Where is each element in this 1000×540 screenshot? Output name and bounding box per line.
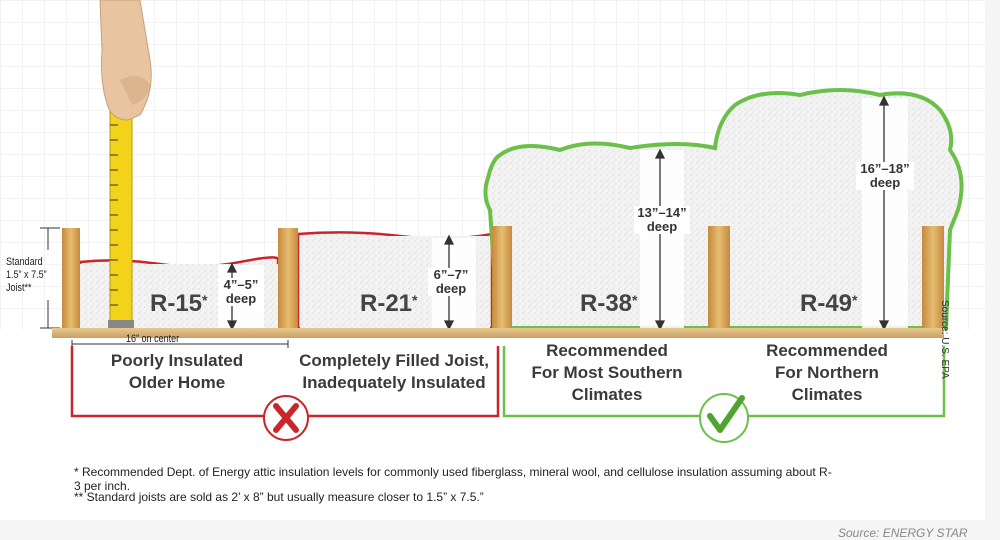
caption-line: Older Home	[128, 373, 226, 392]
depth-arrows	[226, 95, 890, 331]
rating-text: R-21	[360, 290, 413, 317]
caption-line: For Most Southern	[531, 363, 683, 382]
depth-word: deep	[646, 219, 678, 234]
ceiling-board	[52, 328, 944, 338]
joist-label-line: Joist**	[6, 282, 32, 294]
caption-line: Inadequately Insulated	[302, 373, 486, 392]
r21-depth: 6”–7”deep	[428, 268, 474, 296]
depth-value: 4”–5”	[223, 277, 259, 292]
r38-depth: 13”–14”deep	[634, 206, 690, 234]
rating-text: R-38	[580, 290, 633, 317]
joist	[278, 228, 298, 328]
caption-line: Climates	[791, 385, 863, 404]
caption-line: Climates	[571, 385, 643, 404]
r15-rating: R-15*	[150, 290, 207, 318]
depth-word: deep	[225, 291, 257, 306]
caption-r21: Completely Filled Joist, Inadequately In…	[292, 350, 496, 394]
depth-word: deep	[435, 281, 467, 296]
joist-label-line: Standard	[6, 256, 43, 268]
caption-line: Recommended	[766, 341, 888, 360]
r49-depth: 16”–18”deep	[856, 162, 914, 190]
joist-size-label: Standard 1.5” x 7.5” Joist**	[6, 256, 47, 295]
caption-line: Completely Filled Joist,	[299, 351, 489, 370]
footnote-2: ** Standard joists are sold as 2’ x 8” b…	[74, 490, 484, 504]
source-bottom: Source: ENERGY STAR	[838, 526, 968, 540]
recommended-insulation	[483, 88, 964, 330]
source-side: Source: U.S. EPA	[939, 300, 950, 379]
r15-depth: 4”–5”deep	[218, 278, 264, 306]
caption-r38: Recommended For Most Southern Climates	[512, 340, 702, 406]
caption-line: For Northern	[775, 363, 879, 382]
tape-measure	[99, 0, 152, 328]
depth-value: 6”–7”	[433, 267, 469, 282]
joist	[922, 226, 944, 328]
depth-word: deep	[869, 175, 901, 190]
joist-label-line: 1.5” x 7.5”	[6, 269, 47, 281]
footnote-1: * Recommended Dept. of Energy attic insu…	[74, 465, 832, 493]
joist	[62, 228, 80, 328]
joist	[492, 226, 512, 328]
spacing-label: 16” on center	[126, 333, 180, 345]
depth-value: 16”–18”	[860, 161, 910, 176]
caption-line: Poorly Insulated	[110, 351, 244, 370]
rating-mark: *	[632, 292, 638, 308]
check-mark-icon	[699, 393, 749, 443]
caption-line: Recommended	[546, 341, 668, 360]
r49-rating: R-49*	[800, 290, 857, 318]
r21-rating: R-21*	[360, 290, 417, 318]
caption-r15: Poorly Insulated Older Home	[82, 350, 272, 394]
caption-r49: Recommended For Northern Climates	[732, 340, 922, 406]
r38-rating: R-38*	[580, 290, 637, 318]
rating-text: R-15	[150, 290, 203, 317]
x-mark-icon	[263, 395, 309, 441]
joist	[708, 226, 730, 328]
rating-mark: *	[852, 292, 858, 308]
rating-mark: *	[412, 292, 418, 308]
depth-value: 13”–14”	[637, 205, 687, 220]
rating-text: R-49	[800, 290, 853, 317]
rating-mark: *	[202, 292, 208, 308]
